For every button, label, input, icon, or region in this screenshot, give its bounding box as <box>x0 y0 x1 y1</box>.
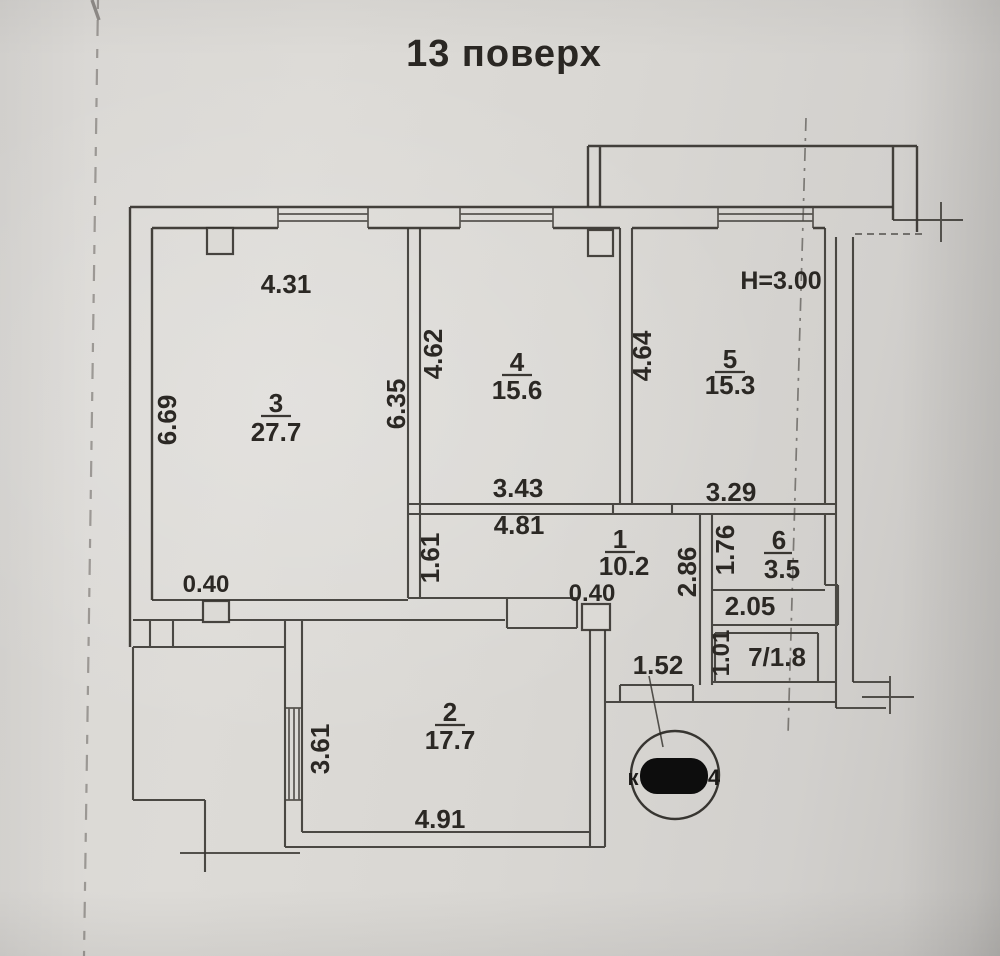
room2-area: 17.7 <box>425 725 476 755</box>
room4-dim-left: 4.62 <box>418 329 448 380</box>
room6-dim-left: 1.76 <box>710 525 740 576</box>
stamp-redaction <box>640 758 708 794</box>
room1-dim-right: 2.86 <box>672 547 702 598</box>
room3-area: 27.7 <box>251 417 302 447</box>
room6-dim-bottom: 2.05 <box>725 591 776 621</box>
room2-dim-bottom: 4.91 <box>415 804 466 834</box>
room7-label: 7/1.8 <box>748 642 806 672</box>
room1-dim-top: 4.81 <box>494 510 545 540</box>
room3-dim-bottom-wall: 0.40 <box>183 571 230 598</box>
room3-dim-right: 6.35 <box>381 379 411 430</box>
room4-number: 4 <box>510 347 525 377</box>
ceiling-height-note: H=3.00 <box>740 267 821 295</box>
section-cut-marks <box>180 202 963 854</box>
balcony-top <box>586 144 925 235</box>
room1-area: 10.2 <box>599 551 650 581</box>
room2-number: 2 <box>443 697 457 727</box>
room5-area: 15.3 <box>705 370 756 400</box>
room5-number: 5 <box>723 344 737 374</box>
interior-walls <box>131 228 855 872</box>
room-number-underlines <box>261 370 792 727</box>
room4-area: 15.6 <box>492 375 543 405</box>
room3-dim-top: 4.31 <box>261 269 312 299</box>
room1-dim-wall: 0.40 <box>569 580 616 607</box>
windows <box>277 207 814 801</box>
page-title: 13 поверх <box>406 33 602 75</box>
entry-door-swing-line <box>648 675 664 748</box>
room5-dim-bottom: 3.29 <box>706 477 757 507</box>
stamp-circle <box>629 729 721 821</box>
room2-dim-left: 3.61 <box>305 724 335 775</box>
room3-dim-left: 6.69 <box>152 395 182 446</box>
room3-number: 3 <box>269 388 283 418</box>
stamp: к 4 <box>627 729 721 821</box>
wall-columns <box>201 226 615 632</box>
stamp-right-char: 4 <box>708 765 721 790</box>
room7-dim-left: 1.01 <box>708 630 735 677</box>
room1-number: 1 <box>613 524 627 554</box>
entry-width-dim: 1.52 <box>633 650 684 680</box>
room4-dim-bottom: 3.43 <box>493 473 544 503</box>
room6-number: 6 <box>772 525 786 555</box>
room6-area: 3.5 <box>764 554 800 584</box>
room1-dim-left: 1.61 <box>415 533 445 584</box>
stamp-left-char: к <box>627 765 639 790</box>
room5-dim-left: 4.64 <box>627 330 657 381</box>
